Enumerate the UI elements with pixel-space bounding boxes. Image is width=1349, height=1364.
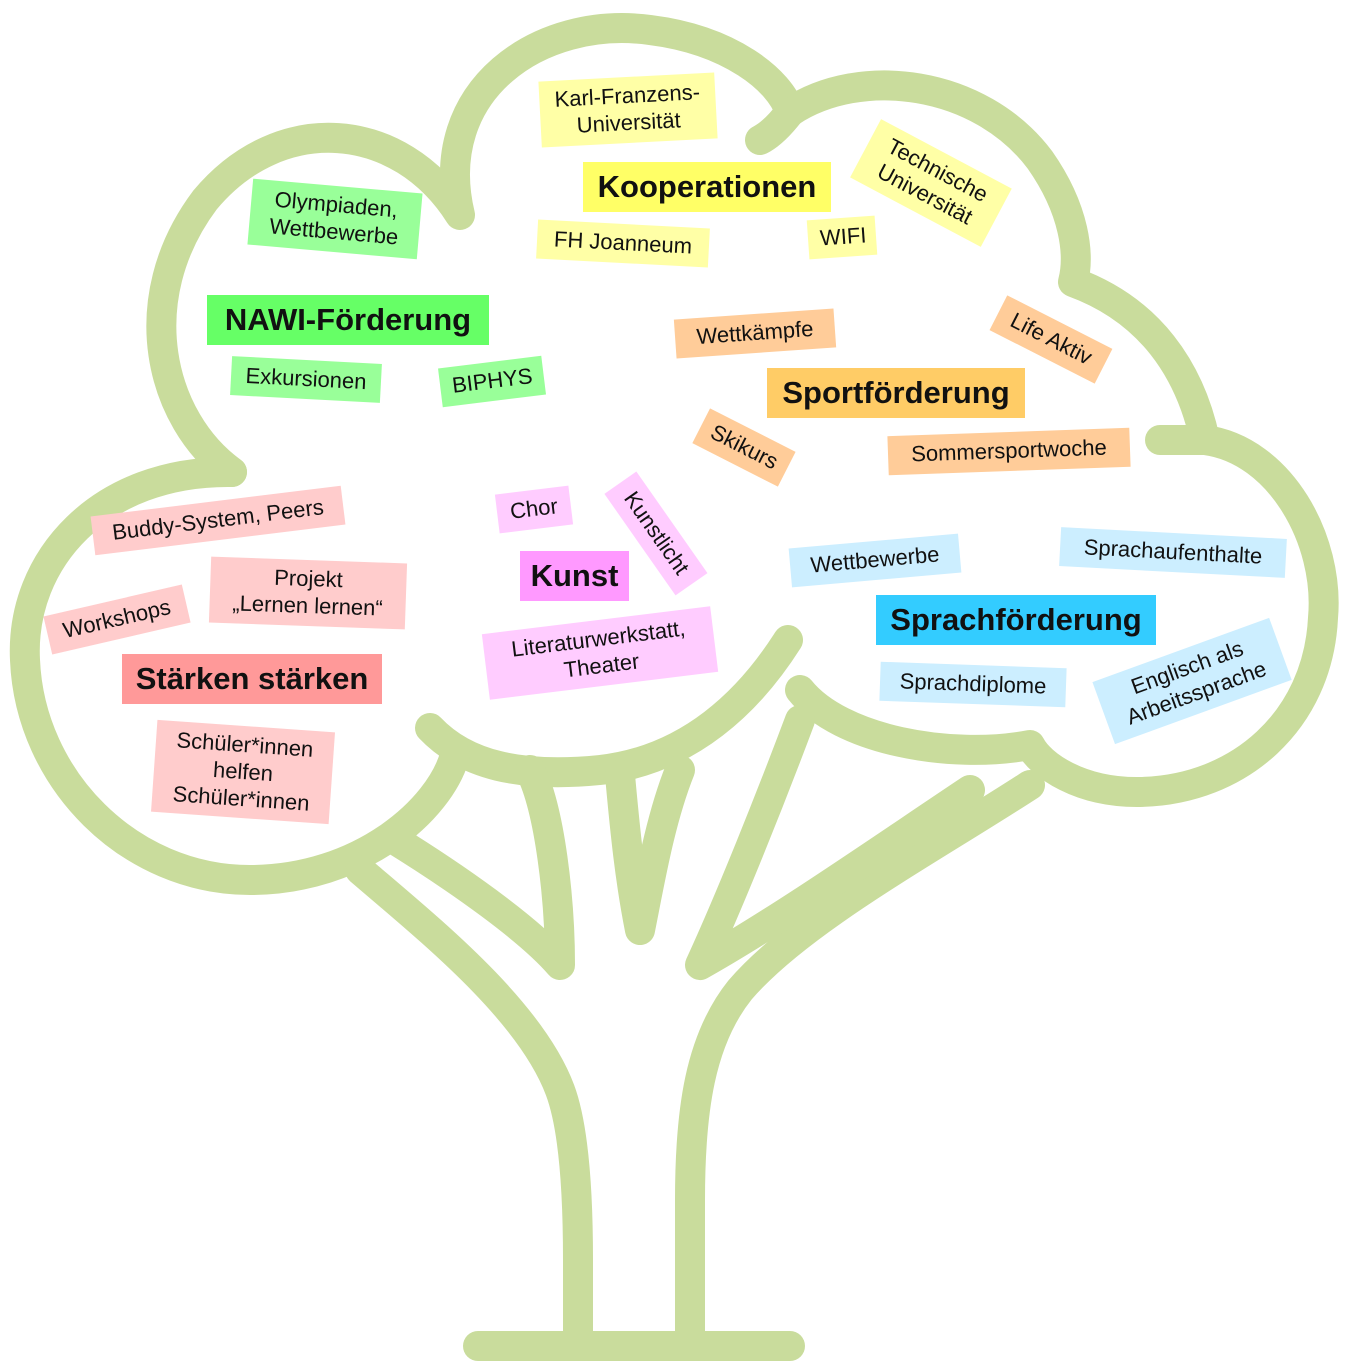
crown-outline <box>146 13 1339 808</box>
staerken-item-projekt: Projekt „Lernen lernen“ <box>208 556 408 630</box>
trunk-left <box>345 855 593 1360</box>
kooperationen-heading: Kooperationen <box>583 162 831 212</box>
crown-outline-top-notch <box>745 97 805 155</box>
nawi-heading: NAWI-Förderung <box>207 295 489 345</box>
kooperationen-item-karl-franzens: Karl-Franzens- Universität <box>538 72 718 148</box>
nawi-item-exkursionen: Exkursionen <box>230 356 382 403</box>
branch-right <box>685 705 985 980</box>
branch-left <box>377 755 575 980</box>
crown-outline-left <box>9 456 470 895</box>
sprache-heading: Sprachförderung <box>876 595 1156 645</box>
staerken-heading: Stärken stärken <box>122 654 382 704</box>
kunst-heading: Kunst <box>520 551 629 601</box>
trunk-right <box>675 770 1045 1360</box>
sprache-item-sprachdiplome: Sprachdiplome <box>879 661 1067 708</box>
staerken-item-schueler-helfen: Schüler*innen helfen Schüler*innen <box>150 719 336 825</box>
branch-mid <box>605 755 695 945</box>
crown-outline-center-bottom <box>415 625 803 788</box>
kooperationen-item-wifi: WIFI <box>806 215 878 260</box>
sport-heading: Sportförderung <box>767 368 1025 418</box>
